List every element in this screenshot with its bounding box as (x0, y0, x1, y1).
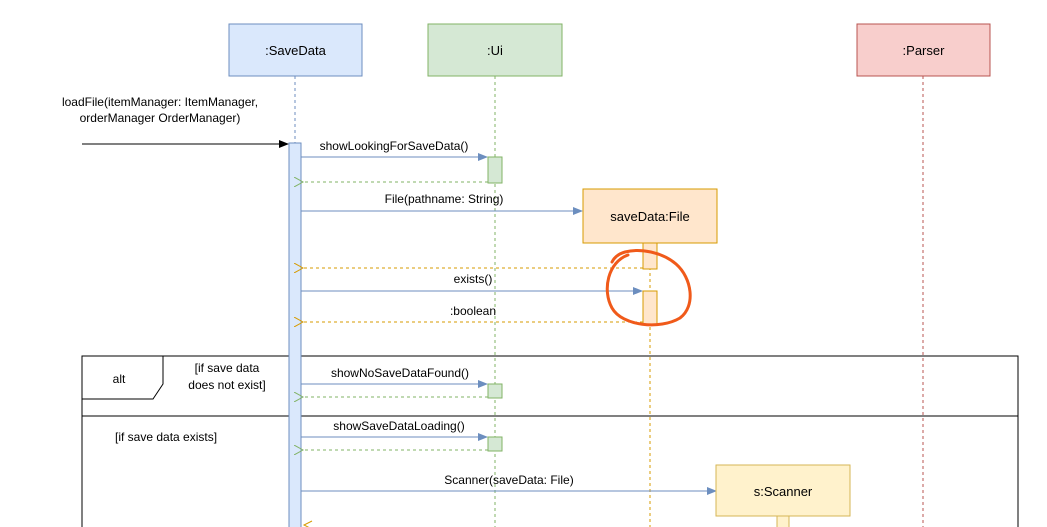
alt-operator-tab (82, 355, 164, 400)
alt-guard-2: [if save data exists] (115, 430, 217, 444)
msg-show-looking-label: showLookingForSaveData() (320, 139, 469, 153)
participant-parser: :Parser (856, 23, 991, 77)
activation-ui-3 (487, 436, 503, 452)
msg-file-ctor-label: File(pathname: String) (385, 192, 504, 206)
msg-show-loading-label: showSaveDataLoading() (333, 419, 464, 433)
participant-ui-label: :Ui (487, 43, 503, 58)
activation-file-1 (642, 242, 658, 270)
alt-operator-label: alt (113, 372, 126, 386)
msg-show-no-save-label: showNoSaveDataFound() (331, 366, 469, 380)
alt-guard-1-line-2: does not exist] (188, 378, 265, 392)
participant-scanner: s:Scanner (715, 464, 851, 517)
alt-guard-1-line-1: [if save data (195, 361, 260, 375)
activation-scanner (776, 515, 790, 527)
alt-fragment: alt [if save data does not exist] [if sa… (81, 355, 1019, 527)
participant-file: saveData:File (582, 188, 718, 244)
participant-savedata: :SaveData (228, 23, 363, 77)
return-partial-bottom (302, 520, 313, 527)
msg-boolean-label: :boolean (450, 304, 496, 318)
participant-scanner-label: s:Scanner (754, 484, 813, 499)
participant-ui: :Ui (427, 23, 563, 77)
participant-parser-label: :Parser (903, 43, 946, 58)
annotation-circle (605, 249, 692, 327)
msg-scanner-ctor-label: Scanner(saveData: File) (444, 473, 573, 487)
participant-file-label: saveData:File (610, 209, 689, 224)
msg-exists-label: exists() (454, 272, 493, 286)
activation-ui-2 (487, 383, 503, 399)
activation-ui-1 (487, 156, 503, 184)
incoming-message-line-2: orderManager OrderManager) (80, 111, 241, 125)
activation-file-2 (642, 290, 658, 325)
activation-savedata (288, 142, 302, 527)
participant-savedata-label: :SaveData (265, 43, 326, 58)
incoming-message-line-1: loadFile(itemManager: ItemManager, (62, 95, 258, 109)
